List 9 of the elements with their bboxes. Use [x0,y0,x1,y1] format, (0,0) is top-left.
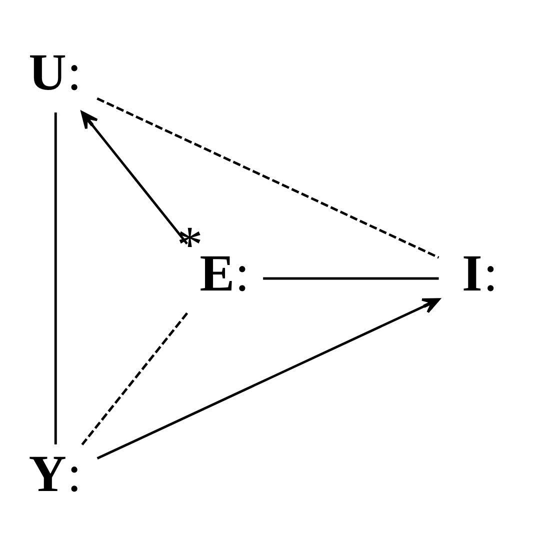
connector [263,276,439,280]
node-text: I: [462,244,498,302]
node-text: Y: [28,446,82,503]
connector [96,96,440,258]
connector [54,112,57,444]
node-text: U: [28,44,82,101]
connector [81,312,188,445]
arrow [96,298,440,460]
arrow [80,110,188,244]
